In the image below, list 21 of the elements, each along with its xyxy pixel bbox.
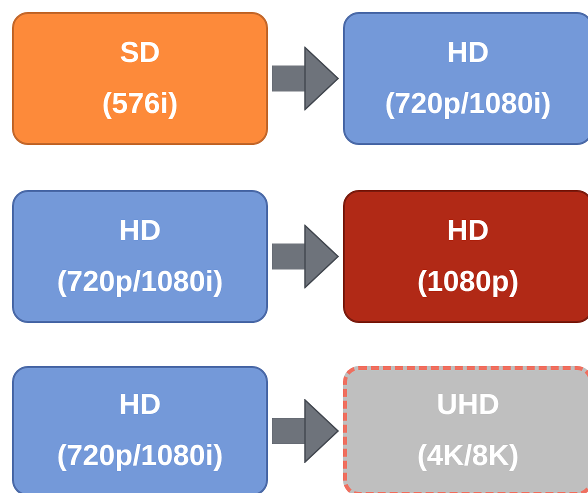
format-name: HD	[119, 391, 161, 420]
format-name: HD	[447, 216, 489, 246]
format-name: UHD	[436, 391, 500, 420]
format-box	[343, 12, 588, 145]
format-box	[343, 190, 588, 323]
resolution-label: (1080p)	[417, 268, 519, 296]
resolution-label: (720p/1080i)	[56, 442, 224, 471]
format-box	[12, 190, 268, 323]
format-box	[12, 12, 268, 145]
resolution-label: (720p/1080i)	[56, 268, 224, 296]
block-arrow	[272, 46, 339, 110]
format-name: SD	[120, 38, 160, 68]
resolution-label: (4K/8K)	[417, 442, 519, 471]
format-box	[343, 366, 588, 493]
format-box	[12, 366, 268, 493]
format-name: HD	[447, 38, 489, 68]
block-arrow	[272, 399, 339, 463]
block-arrow	[272, 224, 339, 288]
resolution-label: (576i)	[102, 90, 178, 118]
format-name: HD	[119, 216, 161, 246]
resolution-label: (720p/1080i)	[384, 90, 552, 118]
